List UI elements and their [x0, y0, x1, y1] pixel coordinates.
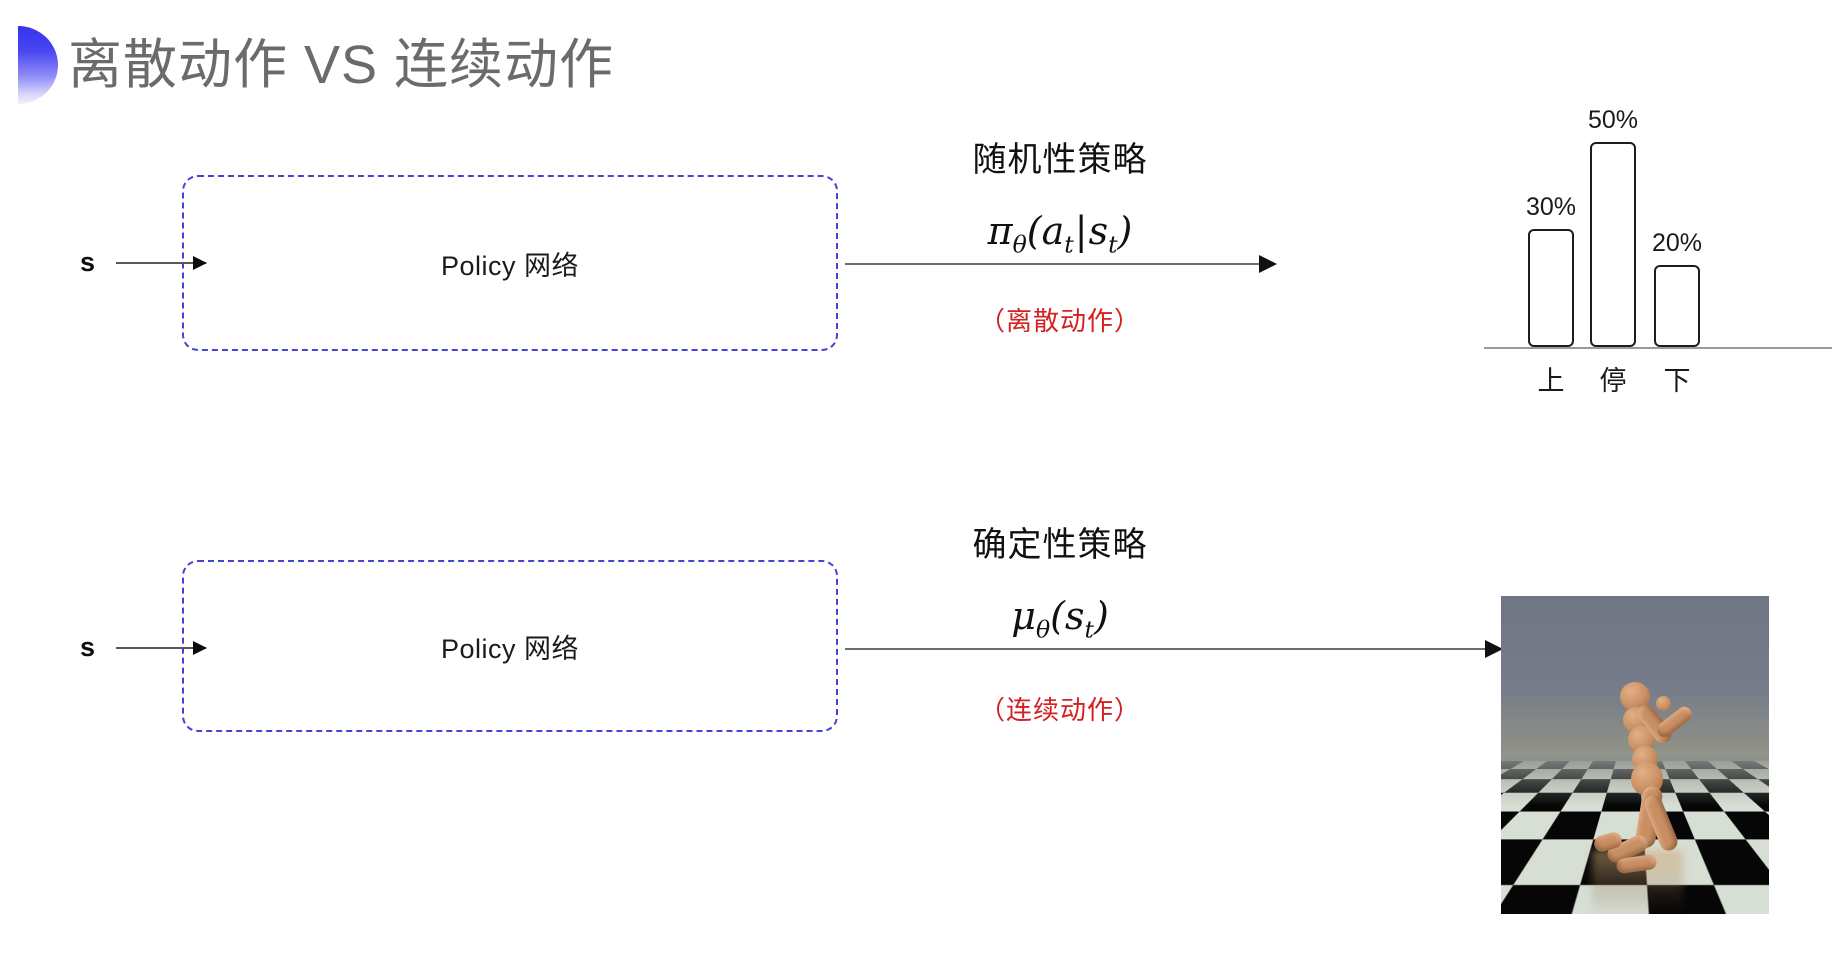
state-input-label-discrete: s	[80, 247, 96, 277]
bar-category-0: 上	[1537, 366, 1565, 396]
formula-conditional-bar: |	[1074, 209, 1088, 253]
formula-arg-a: a	[1041, 209, 1065, 253]
bar-category-2: 下	[1663, 366, 1691, 396]
formula-mu-arg-subscript: t	[1084, 615, 1094, 644]
continuous-action-note: （连续动作）	[978, 694, 1141, 725]
bar-value-0: 30%	[1525, 193, 1577, 221]
formula-mu-paren-open: (	[1050, 594, 1065, 638]
input-arrow-continuous	[116, 641, 207, 655]
discrete-action-row: s Policy 网络 随机性策略 πθ(at|st) （离散动作）	[0, 90, 1846, 490]
bar-rect-1[interactable]	[1590, 142, 1636, 347]
output-arrow-continuous	[845, 640, 1503, 658]
state-input-label-continuous: s	[80, 632, 96, 662]
discrete-action-note: （离散动作）	[978, 305, 1141, 336]
formula-fn-subscript-theta: θ	[1012, 230, 1027, 259]
policy-network-box-continuous[interactable]: Policy 网络	[182, 560, 838, 732]
chart-x-axis	[1484, 347, 1832, 349]
formula-paren-close: )	[1117, 209, 1133, 253]
formula-fn-mu: μ	[1011, 594, 1036, 638]
action-probability-bar-chart: 30% 上 50% 停 20% 下	[1484, 92, 1834, 396]
stochastic-policy-formula: πθ(at|st)	[880, 209, 1240, 259]
bar-value-2: 20%	[1651, 229, 1703, 257]
formula-arg-s: s	[1088, 209, 1109, 253]
humanoid-hand	[1656, 696, 1671, 711]
policy-network-label-continuous: Policy 网络	[440, 633, 580, 664]
deterministic-policy-title: 确定性策略	[972, 526, 1148, 564]
policy-network-box-discrete[interactable]: Policy 网络	[182, 175, 838, 351]
formula-mu-arg-s: s	[1064, 594, 1085, 638]
humanoid-simulation-image	[1501, 596, 1769, 914]
bar-rect-2[interactable]	[1654, 265, 1700, 347]
bar-category-1: 停	[1599, 366, 1627, 396]
stochastic-policy-title: 随机性策略	[972, 141, 1148, 179]
formula-arg-s-subscript: t	[1108, 230, 1118, 259]
formula-arg-a-subscript: t	[1064, 230, 1074, 259]
output-arrow-discrete	[845, 255, 1277, 273]
deterministic-policy-formula: μθ(st)	[880, 594, 1240, 644]
bar-rect-0[interactable]	[1528, 229, 1574, 347]
policy-network-label-discrete: Policy 网络	[440, 250, 580, 281]
formula-mu-subscript-theta: θ	[1035, 615, 1051, 644]
bar-value-1: 50%	[1587, 106, 1639, 134]
formula-mu-paren-close: )	[1093, 594, 1109, 638]
deterministic-policy-annotation: 确定性策略 μθ(st) （连续动作）	[880, 517, 1240, 727]
input-arrow-discrete	[116, 256, 207, 270]
formula-paren-open: (	[1026, 209, 1042, 253]
page-title: 离散动作 VS 连续动作	[68, 35, 615, 95]
stochastic-policy-annotation: 随机性策略 πθ(at|st) （离散动作）	[880, 132, 1240, 338]
continuous-action-row: s Policy 网络 确定性策略 μθ(st) （连续动作）	[0, 526, 1846, 960]
formula-fn-pi: π	[987, 209, 1013, 253]
